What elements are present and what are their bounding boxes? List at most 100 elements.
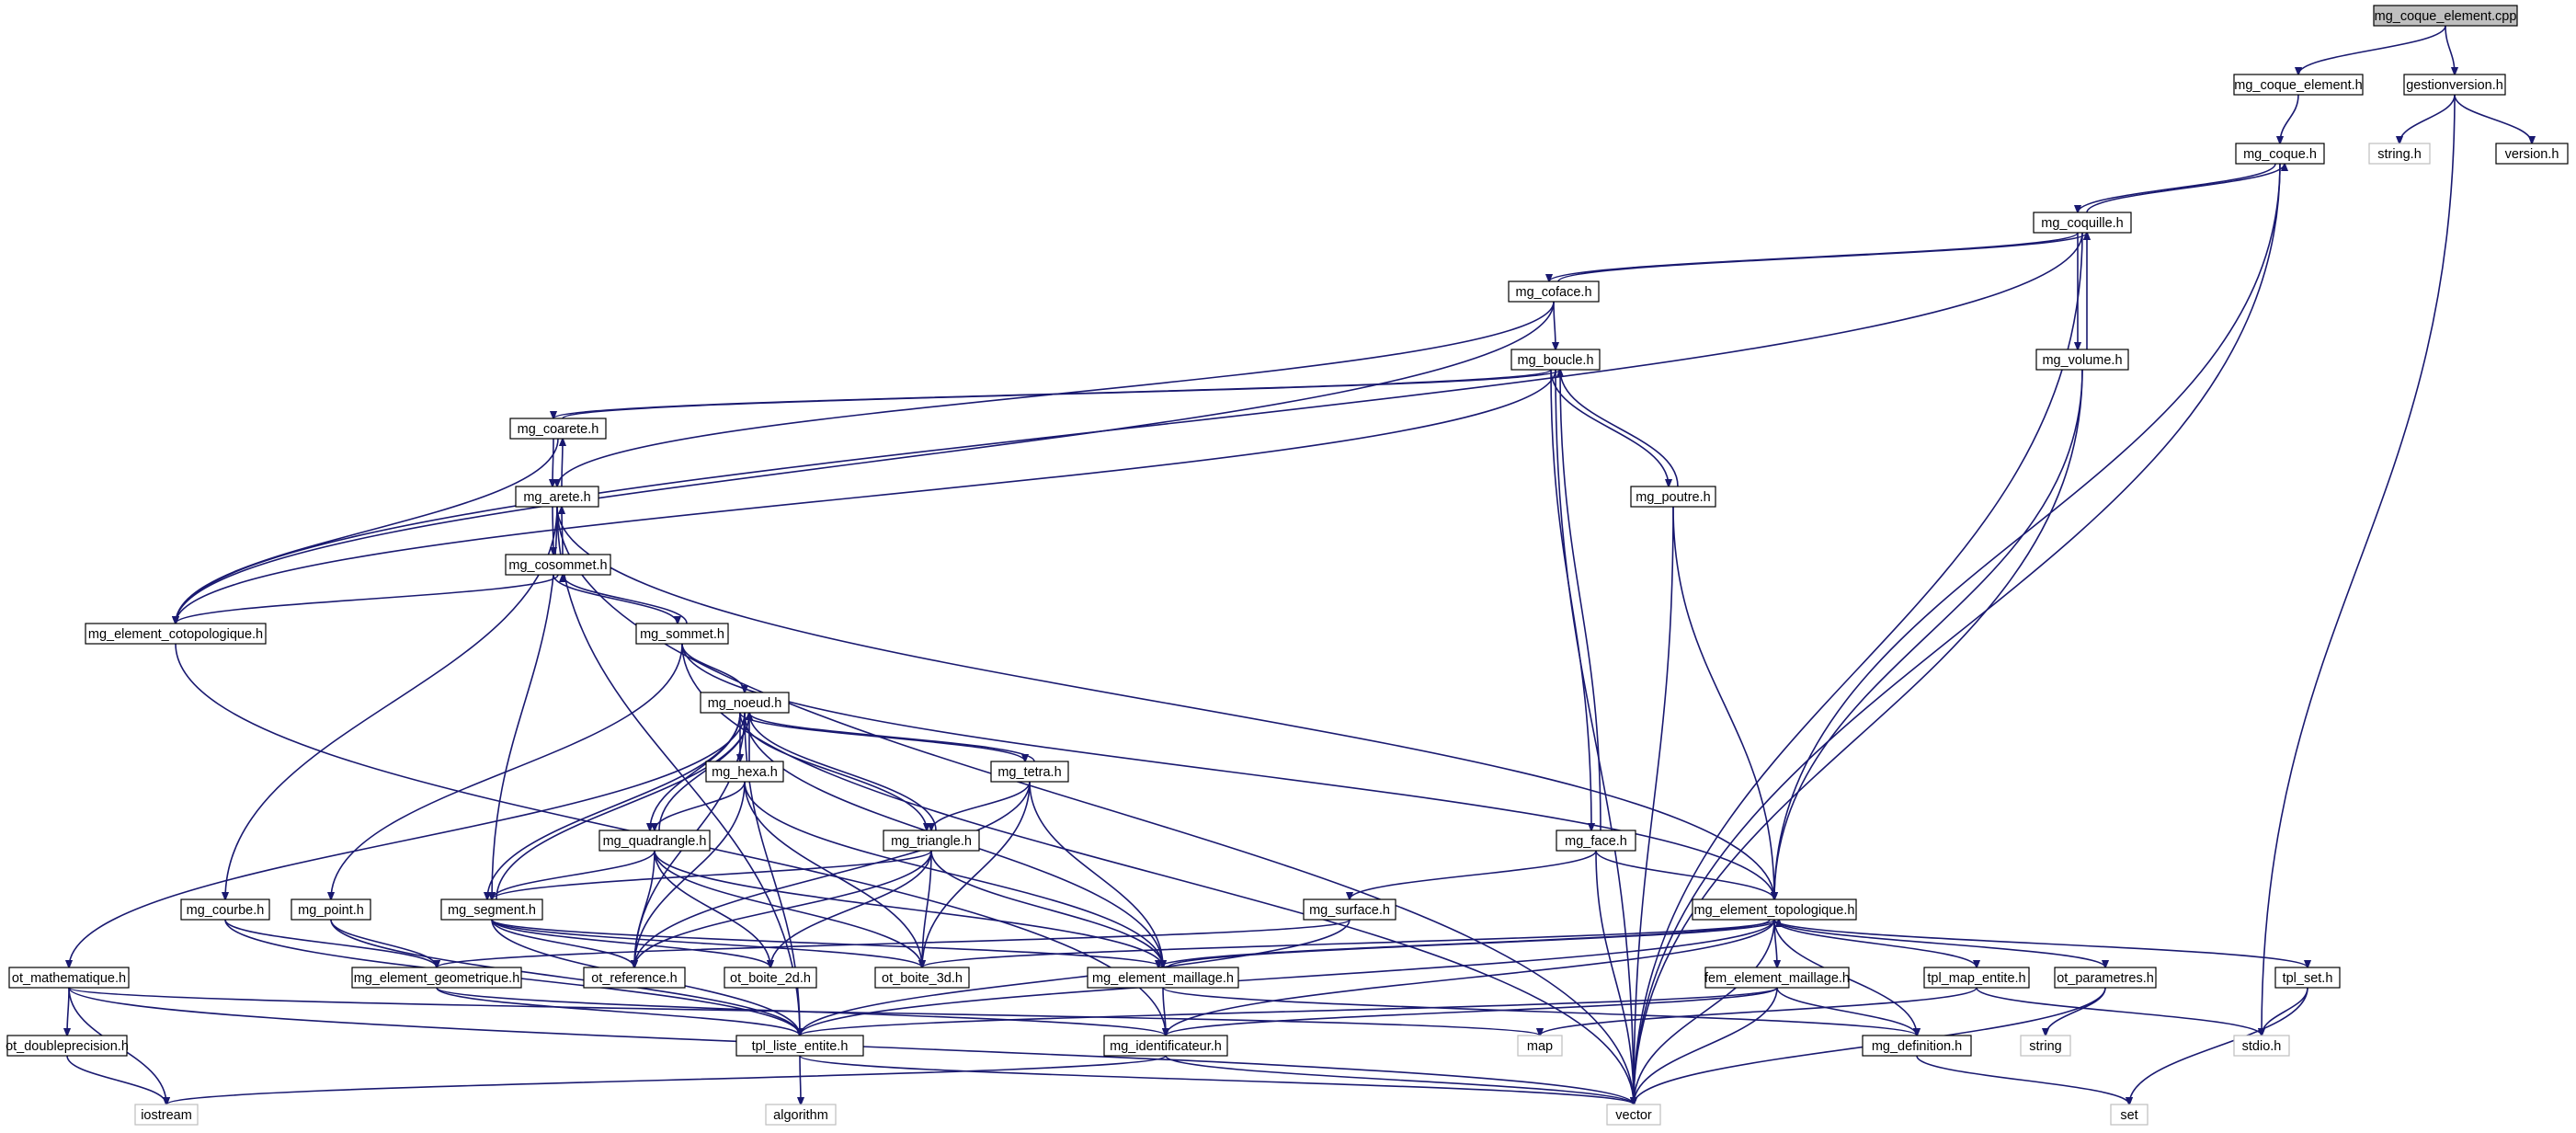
- node-tpl-set-h[interactable]: tpl_set.h: [2274, 967, 2341, 989]
- node-box: [1087, 967, 1239, 989]
- node-iostream: iostream: [134, 1104, 199, 1126]
- node-mg-triangle-h[interactable]: mg_triangle.h: [883, 830, 980, 852]
- edge-mg_triangle_h-to-ot_boite_2d_h: [770, 850, 932, 967]
- node-box: [1862, 1035, 1972, 1057]
- edge-gestionversion_h-to-stdio_h: [2262, 94, 2456, 1036]
- node-label: string.h: [2377, 147, 2422, 162]
- edge-mg_arete_h-to-mg_element_topologique_h: [556, 506, 1774, 899]
- node-version-h[interactable]: version.h: [2495, 143, 2569, 165]
- node-box: [700, 692, 790, 714]
- node-box: [505, 554, 611, 576]
- edge-mg_poutre_h-to-vector: [1634, 506, 1674, 1104]
- node-mg-coarete-h[interactable]: mg_coarete.h: [509, 418, 607, 440]
- node-box: [1103, 1035, 1228, 1057]
- node-mg-coface-h[interactable]: mg_coface.h: [1508, 280, 1600, 303]
- node-box: [1556, 830, 1636, 852]
- node-box: [1510, 349, 1601, 371]
- edge-mg_face_h-to-mg_boucle_h: [1560, 370, 1601, 831]
- node-mg-coque-element-h[interactable]: mg_coque_element.h: [2233, 74, 2364, 96]
- node-label: mg_cosommet.h: [508, 558, 607, 573]
- node-mg-element-maillage-h[interactable]: mg_element_maillage.h: [1087, 967, 1239, 989]
- node-label: mg_coface.h: [1515, 285, 1591, 300]
- node-box: [874, 967, 970, 989]
- node-mg-segment-h[interactable]: mg_segment.h: [440, 898, 543, 921]
- node-box: [735, 1035, 864, 1057]
- edge-mg_cosommet_h-to-mg_arete_h: [562, 507, 563, 555]
- node-mg-element-cotopologique-h[interactable]: mg_element_cotopologique.h: [85, 623, 267, 645]
- edge-mg_element_maillage_h-to-mg_element_topologique_h: [1167, 920, 1779, 968]
- edge-mg_segment_h-to-ot_boite_3d_h: [491, 919, 922, 967]
- node-box: [1704, 967, 1850, 989]
- node-mg-cosommet-h[interactable]: mg_cosommet.h: [505, 554, 611, 576]
- node-mg-definition-h[interactable]: mg_definition.h: [1862, 1035, 1972, 1057]
- node-mg-volume-h[interactable]: mg_volume.h: [2035, 349, 2129, 371]
- node-mg-identificateur-h[interactable]: mg_identificateur.h: [1103, 1035, 1228, 1057]
- node-mg-boucle-h[interactable]: mg_boucle.h: [1510, 349, 1601, 371]
- edge-mg_cosommet_h-to-mg_element_cotopologique_h: [176, 574, 559, 624]
- node-mg-coque-element-cpp[interactable]: mg_coque_element.cpp: [2373, 5, 2518, 27]
- node-label: tpl_map_entite.h: [1927, 971, 2025, 986]
- node-mg-element-topologique-h[interactable]: mg_element_topologique.h: [1692, 898, 1857, 921]
- edge-mg_point_h-to-mg_element_geometrique_h: [330, 919, 437, 967]
- edge-tpl_liste_entite_h-to-vector: [799, 1055, 1634, 1104]
- edge-mg_coface_h-to-mg_coquille_h: [1557, 233, 2087, 282]
- node-mg-sommet-h[interactable]: mg_sommet.h: [635, 623, 729, 645]
- edge-mg_coface_h-to-mg_boucle_h: [1554, 301, 1556, 349]
- edge-gestionversion_h-to-string_h: [2399, 94, 2456, 143]
- node-tpl-map-entite-h[interactable]: tpl_map_entite.h: [1923, 967, 2030, 989]
- node-label: mg_arete.h: [523, 490, 590, 505]
- node-label: mg_poutre.h: [1636, 490, 1710, 505]
- node-box: [1606, 1104, 1661, 1126]
- node-label: mg_coque_element.cpp: [2375, 9, 2517, 24]
- node-mg-poutre-h[interactable]: mg_poutre.h: [1630, 486, 1716, 508]
- node-mg-point-h[interactable]: mg_point.h: [291, 898, 371, 921]
- edge-mg_quadrangle_h-to-ot_boite_2d_h: [654, 850, 770, 967]
- edge-mg_boucle_h-to-vector: [1555, 369, 1634, 1104]
- node-mg-arete-h[interactable]: mg_arete.h: [515, 486, 599, 508]
- node-ot-boite-3d-h[interactable]: ot_boite_3d.h: [874, 967, 970, 989]
- edge-mg_coque_h-to-vector: [1634, 163, 2281, 1104]
- edges-layer: [67, 25, 2532, 1104]
- node-label: mg_boucle.h: [1517, 353, 1593, 368]
- node-ot-parametres-h[interactable]: ot_parametres.h: [2054, 967, 2157, 989]
- node-ot-boite-2d-h[interactable]: ot_boite_2d.h: [724, 967, 817, 989]
- edge-mg_quadrangle_h-to-mg_element_maillage_h: [654, 850, 1163, 967]
- node-mg-surface-h[interactable]: mg_surface.h: [1303, 898, 1396, 921]
- node-mg-quadrangle-h[interactable]: mg_quadrangle.h: [598, 830, 711, 852]
- edge-mg_arete_h-to-mg_coarete_h: [562, 439, 563, 487]
- edge-mg_element_topologique_h-to-ot_boite_3d_h: [922, 919, 1775, 967]
- node-mg-tetra-h[interactable]: mg_tetra.h: [990, 761, 1069, 783]
- node-ot-reference-h[interactable]: ot_reference.h: [583, 967, 686, 989]
- node-label: mg_volume.h: [2042, 353, 2122, 368]
- edge-ot_mathematique_h-to-map: [68, 987, 1540, 1036]
- node-label: map: [1527, 1039, 1553, 1054]
- node-mg-courbe-h[interactable]: mg_courbe.h: [180, 898, 270, 921]
- edge-mg_segment_h-to-mg_element_maillage_h: [491, 919, 1163, 967]
- edge-mg_element_topologique_h-to-vector: [1634, 919, 1775, 1104]
- node-mg-hexa-h[interactable]: mg_hexa.h: [705, 761, 784, 783]
- node-tpl-liste-entite-h[interactable]: tpl_liste_entite.h: [735, 1035, 864, 1057]
- node-label: mg_coarete.h: [518, 422, 599, 437]
- edge-mg_coque_h-to-mg_coquille_h: [2078, 163, 2276, 212]
- node-ot-mathematique-h[interactable]: ot_mathematique.h: [8, 967, 130, 989]
- node-stdio-h: stdio.h: [2233, 1035, 2290, 1057]
- node-ot-doubleprecision-h[interactable]: ot_doubleprecision.h: [6, 1035, 129, 1057]
- node-mg-noeud-h[interactable]: mg_noeud.h: [700, 692, 790, 714]
- node-fem-element-maillage-h[interactable]: fem_element_maillage.h: [1704, 967, 1850, 989]
- node-map: map: [1517, 1035, 1563, 1057]
- node-mg-face-h[interactable]: mg_face.h: [1556, 830, 1636, 852]
- node-mg-coque-h[interactable]: mg_coque.h: [2235, 143, 2325, 165]
- node-algorithm: algorithm: [765, 1104, 837, 1126]
- edge-tpl_set_h-to-set: [2129, 987, 2308, 1104]
- node-mg-element-geometrique-h[interactable]: mg_element_geometrique.h: [351, 967, 522, 989]
- node-box: [180, 898, 270, 921]
- edge-tpl_set_h-to-stdio_h: [2262, 987, 2308, 1036]
- node-label: mg_element_maillage.h: [1092, 971, 1234, 986]
- node-label: stdio.h: [2242, 1039, 2282, 1054]
- node-box: [2020, 1035, 2071, 1057]
- node-box: [2233, 1035, 2290, 1057]
- node-mg-coquille-h[interactable]: mg_coquille.h: [2033, 212, 2132, 234]
- node-gestionversion-h[interactable]: gestionversion.h: [2403, 74, 2506, 96]
- node-label: tpl_set.h: [2283, 971, 2333, 986]
